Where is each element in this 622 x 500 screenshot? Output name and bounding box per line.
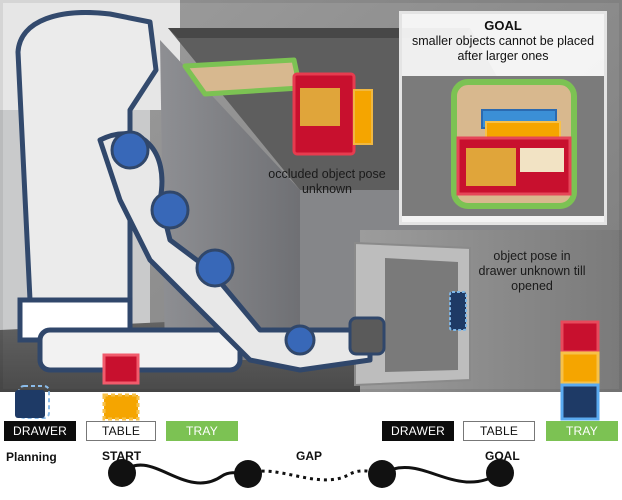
drawer-tag-right: DRAWER — [382, 421, 454, 441]
start-label: START — [102, 449, 142, 463]
goal-label: GOAL — [485, 449, 520, 463]
occluded-annotation: occluded object pose unknown — [268, 167, 386, 196]
goal-title: GOAL — [484, 18, 522, 33]
table-tag-right: TABLE — [463, 421, 535, 441]
goal-node — [486, 459, 514, 487]
table-object-icon — [102, 393, 140, 421]
planning-path — [108, 459, 514, 488]
tray-object-icon — [560, 383, 600, 421]
gap-label: GAP — [296, 449, 323, 463]
drawer-pose-annotation: object pose in drawer unknown till opene… — [478, 249, 586, 293]
table-tag-left: TABLE — [86, 421, 156, 441]
tray-tag-right: TRAY — [546, 421, 618, 441]
goal-description: smaller objects cannot be placed after l… — [411, 34, 595, 64]
goal-tray-illustration — [402, 76, 604, 216]
robot-scene-photo: GOAL smaller objects cannot be placed af… — [0, 0, 622, 392]
start-node — [108, 459, 136, 487]
gap-start-node — [234, 460, 262, 488]
planning-row-label: Planning — [6, 450, 57, 464]
gap-end-node — [368, 460, 396, 488]
tray-tag-left: TRAY — [166, 421, 238, 441]
drawer-object-icon — [15, 385, 50, 419]
goal-inset: GOAL smaller objects cannot be placed af… — [399, 11, 607, 225]
drawer-tag-left: DRAWER — [4, 421, 76, 441]
